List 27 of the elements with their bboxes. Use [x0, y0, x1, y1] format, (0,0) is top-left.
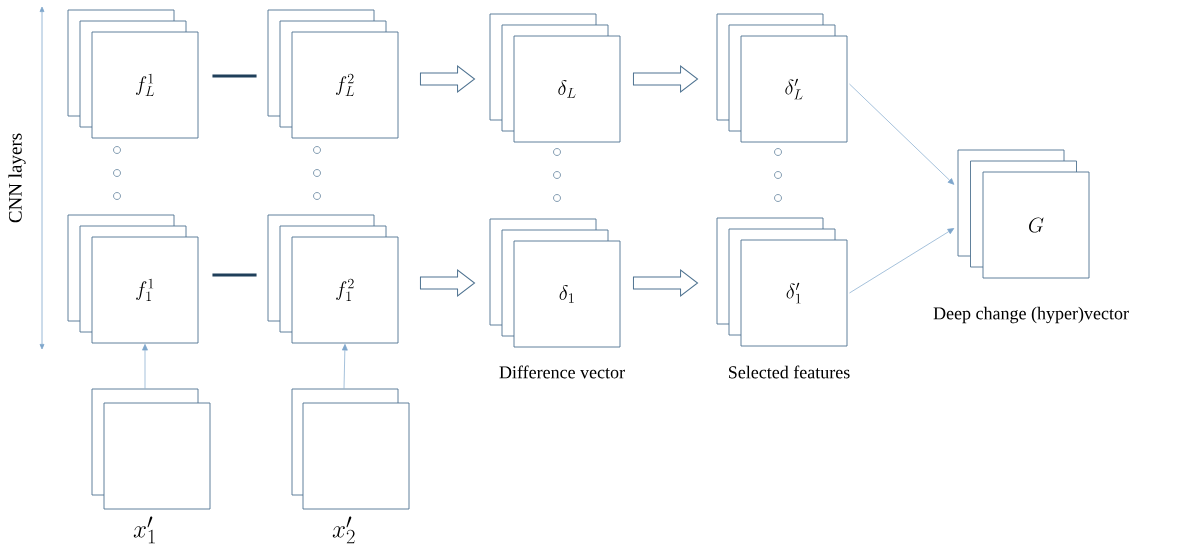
- feature-map-stack: $\delta_L$: [489, 13, 621, 143]
- feature-map-stack: $x'_1$: [91, 388, 211, 544]
- arrow: [142, 344, 148, 389]
- node-label: Selected features: [729, 365, 850, 379]
- block-arrow: [632, 65, 699, 93]
- feature-map-stack: $f_L^1$: [67, 9, 199, 139]
- feature-map-stack: $\delta_1$: [489, 218, 621, 348]
- feature-map-stack: $\delta_1'$: [716, 217, 848, 347]
- axis-label: CNN layers: [8, 133, 26, 223]
- feature-map-stack: $\delta_L'$: [716, 13, 848, 143]
- node-label: $x'_1$: [133, 516, 155, 544]
- arrow: [341, 344, 348, 389]
- feature-map-stack: $x'_2$: [291, 388, 410, 544]
- block-arrow: [419, 65, 476, 93]
- feature-map-stack: $f_L^2$: [267, 9, 399, 139]
- feature-map-stack: $G$: [957, 149, 1090, 279]
- feature-map-stack: $f_1^2$: [267, 214, 399, 344]
- feature-map-stack: $f_1^1$: [67, 214, 199, 344]
- node-label: Deep change (hyper)vector: [933, 306, 1129, 324]
- block-arrow: [632, 269, 699, 297]
- node-label: $x'_2$: [332, 516, 355, 544]
- arrow: [849, 228, 955, 294]
- minus-line: [212, 273, 257, 277]
- block-arrow: [419, 269, 476, 297]
- node-label: Difference vector: [499, 365, 625, 379]
- minus-line: [212, 74, 257, 78]
- arrow: [849, 83, 955, 185]
